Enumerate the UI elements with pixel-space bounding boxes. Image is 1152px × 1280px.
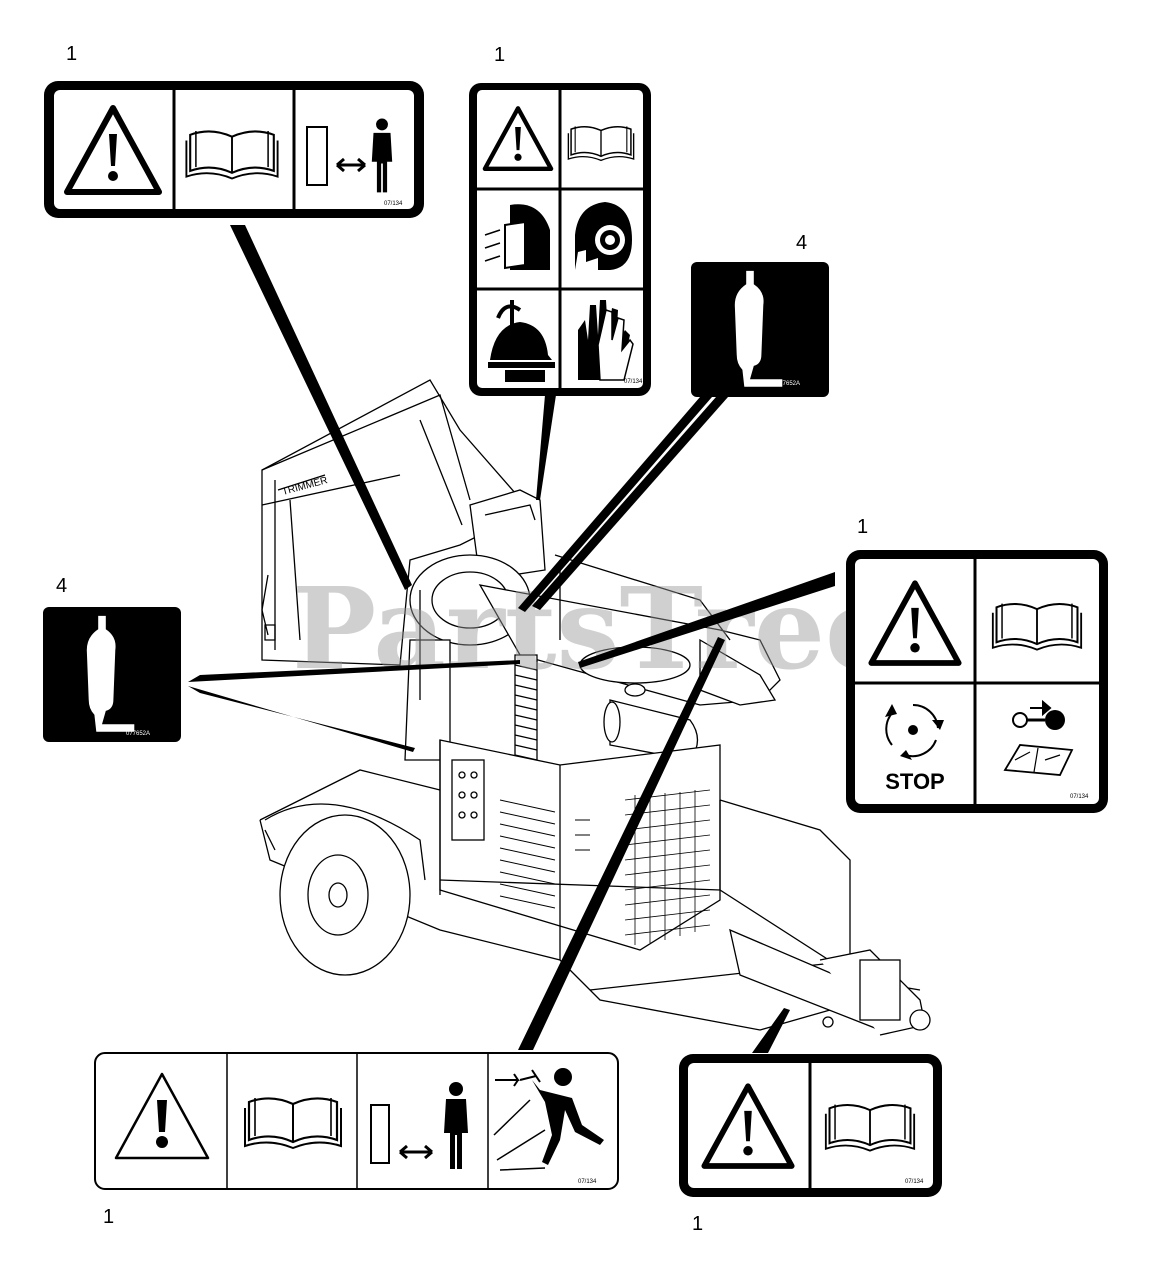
callout-number: 4 [796, 232, 807, 254]
callout-number: 4 [56, 575, 67, 597]
keep-distance-icon [370, 1082, 468, 1169]
stop-label: STOP [885, 769, 945, 794]
decal-part-number: 07/134 [905, 1179, 924, 1185]
decal-warning-stop-key: STOP 07/134 [846, 550, 1108, 813]
decal-part-number: 07/134 [384, 201, 403, 207]
decal-warning-read-manual-bottom-right: 07/134 [679, 1054, 942, 1197]
key-manual-icon [1003, 699, 1074, 776]
decal-part-number: 077652A [776, 381, 800, 387]
decal-bottle-top: 077652A [691, 262, 829, 397]
warning-triangle-icon [114, 1072, 210, 1160]
callout-number: 1 [692, 1213, 703, 1235]
rotating-blades-stop-icon: STOP [885, 703, 945, 794]
decal-bottle-left: 077652A [43, 607, 181, 742]
decal-part-number: 07/134 [1070, 794, 1089, 800]
callout-number: 1 [103, 1206, 114, 1228]
decal-warning-read-manual-distance-top-left: 07/134 [44, 81, 424, 218]
keep-distance-icon [306, 118, 393, 193]
thrown-object-icon [493, 1068, 604, 1171]
hearing-protection-icon [575, 202, 632, 270]
decal-part-number: 077652A [126, 731, 150, 737]
callout-number: 1 [66, 43, 77, 65]
leader-lines [188, 225, 835, 1053]
hard-hat-icon [485, 300, 555, 382]
callout-number: 1 [857, 516, 868, 538]
callout-number: 1 [494, 44, 505, 66]
gloves-icon [578, 300, 634, 381]
decal-warning-thrown-objects: 07/134 [94, 1052, 619, 1190]
decal-part-number: 07/134 [624, 379, 643, 385]
decal-ppe-requirements: 07/134 [469, 83, 651, 396]
decal-part-number: 07/134 [578, 1179, 597, 1185]
eye-protection-icon [484, 204, 550, 270]
